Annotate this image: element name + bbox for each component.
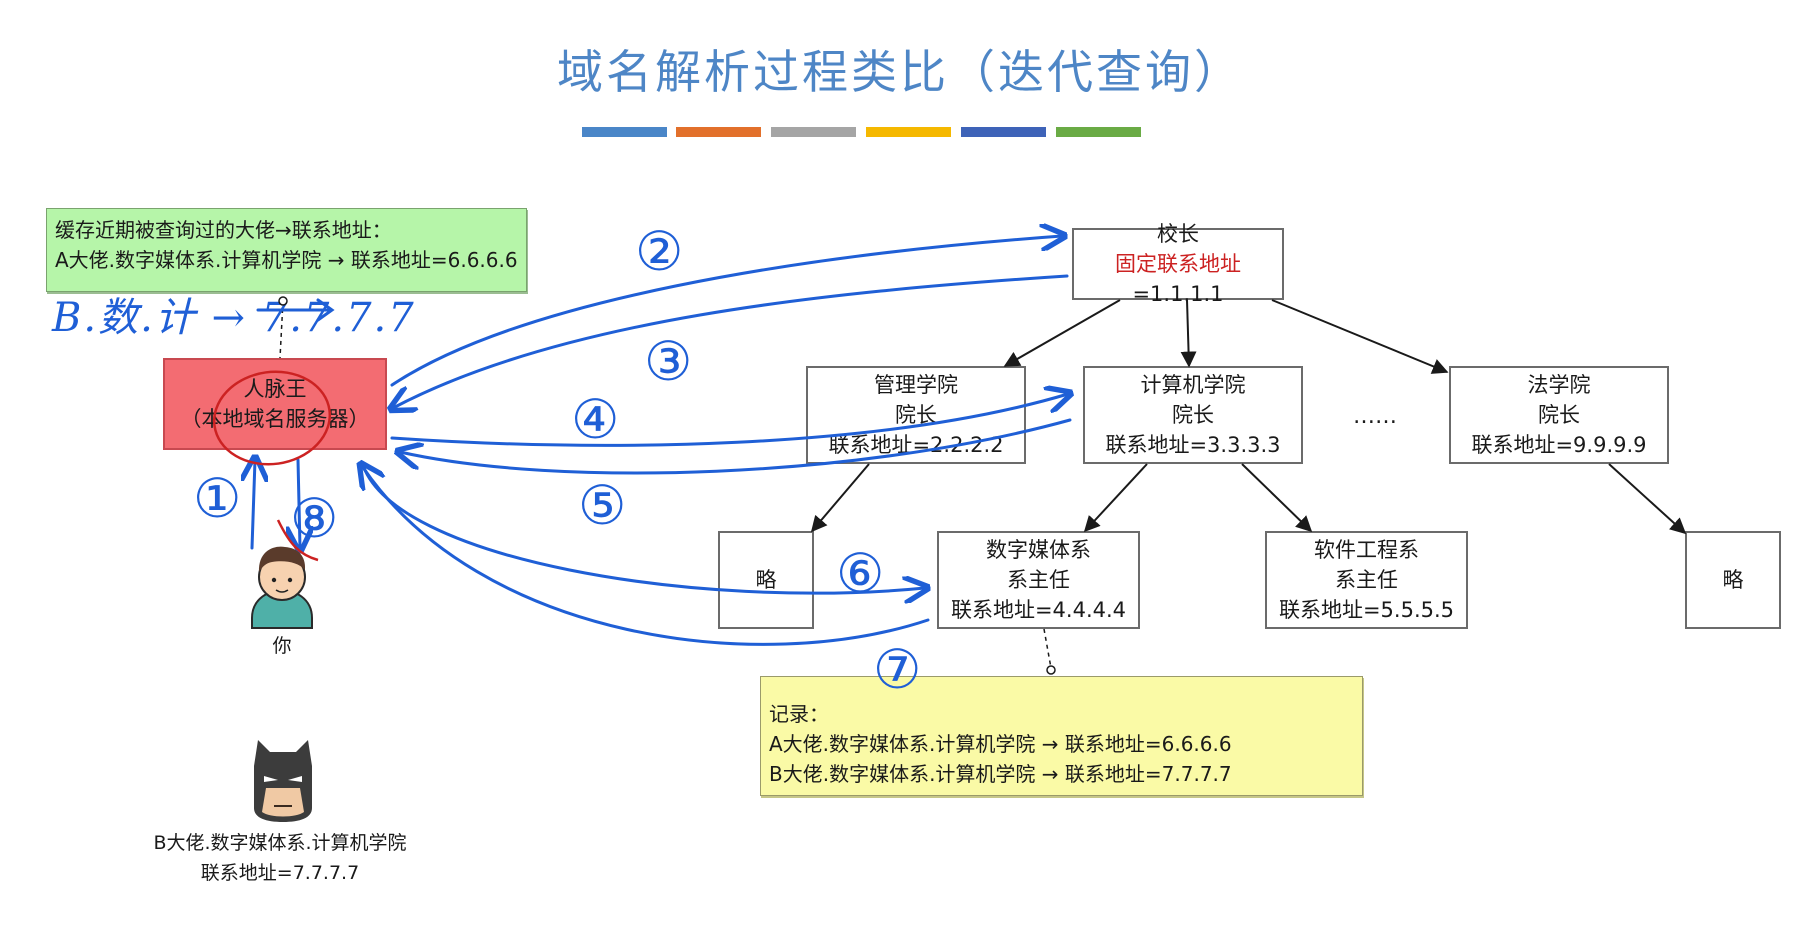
arrow-step-3 — [393, 274, 1069, 408]
step-4: ④ — [571, 388, 620, 451]
record-note-a: A大佬.数字媒体系.计算机学院 → 联系地址=6.6.6.6 — [769, 732, 1232, 756]
arrow-step-7 — [362, 466, 930, 646]
step-7: ⑦ — [873, 638, 922, 701]
cache-note-line1: 缓存近期被查询过的大佬→联系地址： — [55, 218, 392, 242]
step-2: ② — [635, 220, 684, 283]
record-note: 记录： A大佬.数字媒体系.计算机学院 → 联系地址=6.6.6.6 B大佬.数… — [760, 676, 1363, 796]
cache-note-line2: A大佬.数字媒体系.计算机学院 → 联系地址=6.6.6.6 — [55, 248, 518, 272]
record-note-pin — [1046, 665, 1056, 675]
step-1: ① — [193, 467, 242, 530]
record-note-connector — [1043, 628, 1052, 669]
handwritten-cache-entry: B.数.计 → 7.7.7.7 — [52, 295, 416, 341]
root-fixed-label: 固定联系地址 — [1115, 252, 1241, 276]
b-boss-name: B大佬.数字媒体系.计算机学院 — [153, 832, 407, 854]
highlight-scribble — [276, 519, 319, 562]
step-6: ⑥ — [836, 542, 885, 605]
cache-note-pin — [278, 296, 288, 306]
edge-cs-dm — [1083, 463, 1148, 533]
cs-name: 计算机学院 — [1140, 373, 1246, 397]
color-bar-3 — [771, 127, 856, 137]
color-bar-1 — [582, 127, 667, 137]
edge-mgmt-child — [810, 463, 870, 533]
arrow-step-8 — [298, 458, 300, 548]
dm-name: 数字媒体系 — [986, 538, 1091, 562]
you-label: 你 — [272, 635, 292, 657]
mgmt-name: 管理学院 — [874, 373, 958, 397]
b-boss-address: 联系地址=7.7.7.7 — [200, 862, 360, 884]
you-avatar — [251, 546, 313, 629]
color-bar-5 — [961, 127, 1046, 137]
local-dns-desc: （本地域名服务器） — [180, 407, 370, 431]
root-address: =1.1.1.1 — [1132, 282, 1224, 306]
local-dns-name: 人脉王 — [243, 377, 307, 401]
record-note-title: 记录： — [769, 702, 829, 726]
b-boss-caption: B大佬.数字媒体系.计算机学院 联系地址=7.7.7.7 — [120, 828, 440, 888]
law-name: 法学院 — [1527, 373, 1591, 397]
edge-root-mgmt — [1003, 299, 1121, 367]
arrow-step-5 — [400, 418, 1072, 475]
law-college-node: 法学院 院长 联系地址=9.9.9.9 — [1449, 366, 1669, 464]
b-boss-avatar — [254, 740, 312, 822]
dm-address: 联系地址=4.4.4.4 — [950, 598, 1127, 622]
se-name: 软件工程系 — [1314, 538, 1419, 562]
se-address: 联系地址=5.5.5.5 — [1278, 598, 1455, 622]
handwritten-arrow-head — [256, 298, 335, 322]
color-bar-2 — [676, 127, 761, 137]
arrow-step-2 — [390, 236, 1062, 387]
edge-root-cs — [1180, 299, 1197, 368]
cs-college-node: 计算机学院 院长 联系地址=3.3.3.3 — [1083, 366, 1303, 464]
record-note-b: B大佬.数字媒体系.计算机学院 → 联系地址=7.7.7.7 — [769, 762, 1232, 786]
edge-law-child — [1608, 463, 1687, 535]
more-colleges-ellipsis: …… — [1353, 404, 1397, 429]
color-bar-6 — [1056, 127, 1141, 137]
edge-cs-se — [1241, 463, 1313, 533]
dm-role: 系主任 — [1007, 568, 1070, 592]
mgmt-child-node: 略 — [718, 531, 814, 629]
edge-root-law — [1271, 299, 1449, 374]
arrow-step-1 — [252, 460, 255, 550]
se-role: 系主任 — [1335, 568, 1398, 592]
arrow-step-6 — [360, 460, 925, 593]
arrow-step-4 — [390, 394, 1068, 447]
cs-address: 联系地址=3.3.3.3 — [1105, 433, 1281, 457]
step-5: ⑤ — [578, 474, 627, 537]
highlight-circle — [212, 370, 332, 466]
law-role: 院长 — [1538, 403, 1580, 427]
cs-role: 院长 — [1172, 403, 1214, 427]
law-child-node: 略 — [1685, 531, 1781, 629]
law-address: 联系地址=9.9.9.9 — [1471, 433, 1647, 457]
digital-media-node: 数字媒体系 系主任 联系地址=4.4.4.4 — [937, 531, 1140, 629]
page-title: 域名解析过程类比（迭代查询） — [557, 45, 1243, 99]
root-title: 校长 — [1157, 222, 1199, 246]
mgmt-college-node: 管理学院 院长 联系地址=2.2.2.2 — [806, 366, 1026, 464]
color-bar-4 — [866, 127, 951, 137]
step-3: ③ — [644, 330, 693, 393]
root-node: 校长 固定联系地址 =1.1.1.1 — [1072, 222, 1284, 306]
software-eng-node: 软件工程系 系主任 联系地址=5.5.5.5 — [1265, 531, 1468, 629]
cache-note: 缓存近期被查询过的大佬→联系地址： A大佬.数字媒体系.计算机学院 → 联系地址… — [46, 208, 527, 292]
